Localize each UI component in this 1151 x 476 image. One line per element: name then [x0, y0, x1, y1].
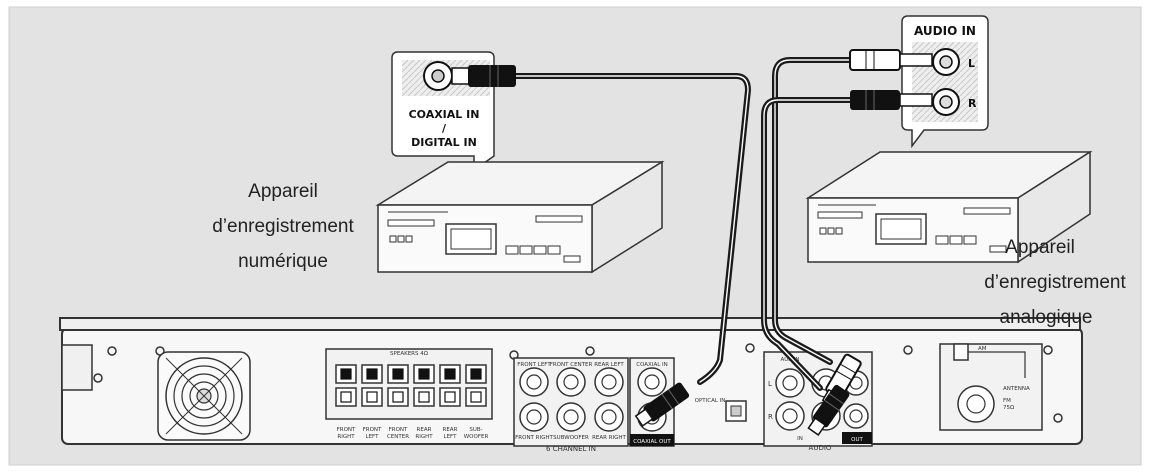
digital-recorder-caption-line1: Appareil [248, 181, 318, 202]
rear-audio-right-label: R [768, 413, 773, 421]
coaxial-plug-panel [634, 382, 690, 427]
rear-out-label: OUT [851, 437, 863, 443]
optical-in: OPTICAL IN [695, 398, 747, 422]
rear-in-label: IN [797, 436, 803, 442]
analog-recorder-device [805, 150, 1093, 264]
speaker-terminal [439, 387, 461, 407]
digital-recorder-device [375, 160, 665, 274]
speaker-terminal [361, 387, 383, 407]
audio-cable-right [761, 97, 855, 391]
audio-in-callout: AUDIO IN L R [849, 15, 989, 149]
six-channel-jacks [519, 367, 624, 432]
audio-plug-panel-right [807, 384, 850, 436]
analog-recorder-caption-line1: Appareil [1005, 237, 1075, 258]
antenna-label: ANTENNA [1003, 386, 1030, 392]
six-channel-title: 6 CHANNEL IN [546, 445, 596, 453]
speaker-terminal [439, 364, 461, 384]
rear-audio-left-label: L [768, 380, 772, 388]
rear-coaxial-in-label: COAXIAL IN [636, 362, 668, 368]
audio-in-label: AUDIO IN [914, 24, 976, 38]
rear-panel: SPEAKERS 4Ω FRONTRIGHTFRONTLEFTFRONTCENT… [59, 317, 1083, 453]
speaker-terminal [361, 364, 383, 384]
fm-label: FM [1003, 398, 1011, 404]
speaker-terminal-label: LEFT [366, 434, 380, 440]
speaker-terminal-label: FRONT [337, 427, 356, 433]
antenna-block: AM ANTENNA FM 75Ω [939, 343, 1043, 431]
speaker-terminal [465, 364, 487, 384]
speaker-terminal-label: REAR [417, 427, 432, 433]
rear-audio-label: AUDIO [809, 444, 832, 452]
speaker-terminal [413, 364, 435, 384]
audio-in-right-label: R [968, 97, 977, 110]
coaxial-in-callout: COAXIAL IN / DIGITAL IN [391, 51, 516, 172]
speaker-terminal-label: REAR [443, 427, 458, 433]
speaker-terminal-label: FRONT [389, 427, 408, 433]
rear-coaxial-out-label: COAXIAL OUT [633, 439, 671, 445]
cooling-fan [157, 351, 251, 441]
speaker-terminal [335, 364, 357, 384]
speaker-terminal-label: RIGHT [337, 434, 355, 440]
digital-in-label: DIGITAL IN [411, 136, 477, 149]
digital-recorder-caption-line2: d’enregistrement [212, 216, 354, 237]
channel-label-subwoofer: SUBWOOFER [553, 435, 589, 441]
speaker-terminal [387, 364, 409, 384]
speaker-terminal-label: WOOFER [464, 434, 489, 440]
am-label: AM [978, 346, 987, 352]
speaker-terminal [387, 387, 409, 407]
channel-label-front-right: FRONT RIGHT [515, 435, 553, 441]
speaker-terminal-label: FRONT [363, 427, 382, 433]
digital-recorder-caption-line3: numérique [238, 251, 328, 272]
speaker-terminal-label: LEFT [444, 434, 458, 440]
fm-impedance-label: 75Ω [1003, 405, 1014, 411]
speaker-terminal [465, 387, 487, 407]
audio-plug-callout-left [849, 49, 933, 71]
channel-label-rear-left: REAR LEFT [594, 362, 624, 368]
speaker-terminal-label: CENTER [387, 434, 409, 440]
coaxial-in-separator: / [442, 122, 447, 135]
coaxial-plug-callout-body [468, 65, 516, 87]
audio-in-left-label: L [968, 57, 975, 70]
speaker-terminals: SPEAKERS 4Ω FRONTRIGHTFRONTLEFTFRONTCENT… [325, 348, 493, 440]
rear-panel-cutout [61, 344, 93, 391]
speaker-terminal-label: RIGHT [415, 434, 433, 440]
optical-in-label: OPTICAL IN [695, 398, 726, 404]
coaxial-plug-callout-tip [451, 67, 471, 85]
rear-panel-top-edge [59, 317, 1081, 331]
speaker-terminal [335, 387, 357, 407]
speaker-block-title: SPEAKERS 4Ω [390, 351, 428, 357]
coaxial-cable [512, 73, 752, 385]
speaker-terminal-label: SUB- [469, 427, 482, 433]
channel-label-front-center: FRONT CENTER [550, 362, 593, 368]
analog-recorder-caption-line2: d’enregistrement [984, 272, 1126, 293]
channel-label-front-left: FRONT LEFT [517, 362, 551, 368]
six-channel-in: FRONT LEFT FRONT CENTER REAR LEFT FRONT … [513, 357, 629, 453]
channel-label-rear-right: REAR RIGHT [592, 435, 626, 441]
coaxial-in-label: COAXIAL IN [409, 108, 480, 121]
speaker-terminal [413, 387, 435, 407]
audio-plug-callout-right [850, 90, 933, 110]
analog-recorder-caption-line3: analogique [1000, 307, 1093, 328]
audio-cable-left [772, 57, 855, 365]
